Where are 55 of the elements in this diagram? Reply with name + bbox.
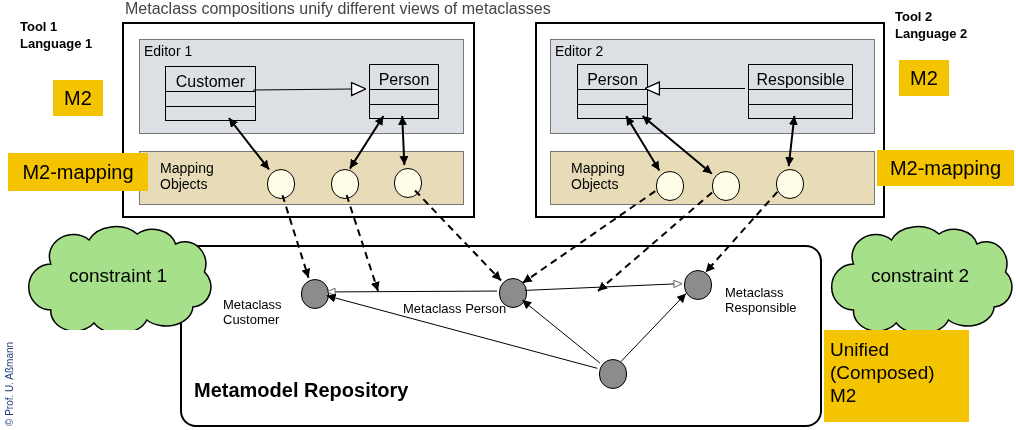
class-name: Person — [587, 71, 638, 89]
repository-heading: Metamodel Repository — [194, 378, 409, 403]
dashed-arrow — [281, 194, 311, 279]
copyright-note: © Prof. U. Aßmann — [4, 340, 16, 426]
class-name: Person — [378, 71, 430, 89]
editor-panel — [550, 39, 875, 134]
dashed-arrow — [345, 194, 380, 292]
panel-heading: Editor 1 — [144, 42, 193, 61]
arrow — [348, 115, 385, 170]
arrow — [785, 115, 798, 168]
arrow — [625, 115, 661, 172]
arrow — [641, 115, 713, 175]
class-name: Responsible — [756, 71, 845, 89]
tool-heading: Tool 2 Language 2 — [895, 8, 969, 42]
class-name: Customer — [175, 73, 246, 91]
dashed-arrow — [521, 190, 657, 284]
class-box — [165, 66, 256, 121]
arrow — [398, 115, 409, 166]
metaclass-label: Metaclass Customer — [223, 297, 283, 327]
arrow — [227, 117, 271, 171]
arrow — [252, 81, 367, 97]
mapping-panel — [139, 151, 464, 205]
cloud-text: constraint 2 — [869, 265, 971, 287]
cloud-text: constraint 1 — [67, 265, 169, 287]
dashed-arrow — [597, 191, 714, 292]
dashed-arrow — [414, 189, 502, 282]
level-tag — [877, 150, 1014, 186]
level-tag — [824, 330, 969, 422]
arrow — [644, 81, 746, 96]
tag-text: M2-mapping — [22, 160, 134, 185]
metaclass-label: Metaclass Responsible — [725, 285, 798, 315]
mapping-panel — [550, 151, 875, 205]
level-tag — [53, 80, 103, 116]
panel-heading: Editor 2 — [555, 42, 604, 61]
panel-heading: Mapping Objects — [571, 160, 626, 192]
metaclass-label: Metaclass Person — [403, 301, 508, 316]
class-box — [577, 64, 648, 119]
tag-text: M2 — [910, 66, 938, 91]
panel-heading: Mapping Objects — [160, 160, 215, 192]
arrow — [521, 299, 601, 364]
tag-text: M2 — [64, 86, 92, 111]
class-box — [369, 64, 439, 119]
arrow — [620, 293, 687, 362]
tag-text: Unified (Composed) M2 — [830, 338, 936, 407]
repository-frame — [180, 245, 822, 427]
level-tag — [8, 153, 148, 191]
editor-panel — [139, 39, 464, 134]
tag-text: M2-mapping — [889, 156, 1002, 181]
tool-heading: Tool 1 Language 1 — [20, 18, 94, 52]
class-box — [748, 64, 853, 119]
diagram-title: Metaclass compositions unify different views of metaclasses — [125, 0, 551, 18]
arrow — [524, 279, 683, 291]
arrow — [326, 293, 598, 369]
arrow — [326, 287, 498, 296]
level-tag — [899, 60, 949, 96]
